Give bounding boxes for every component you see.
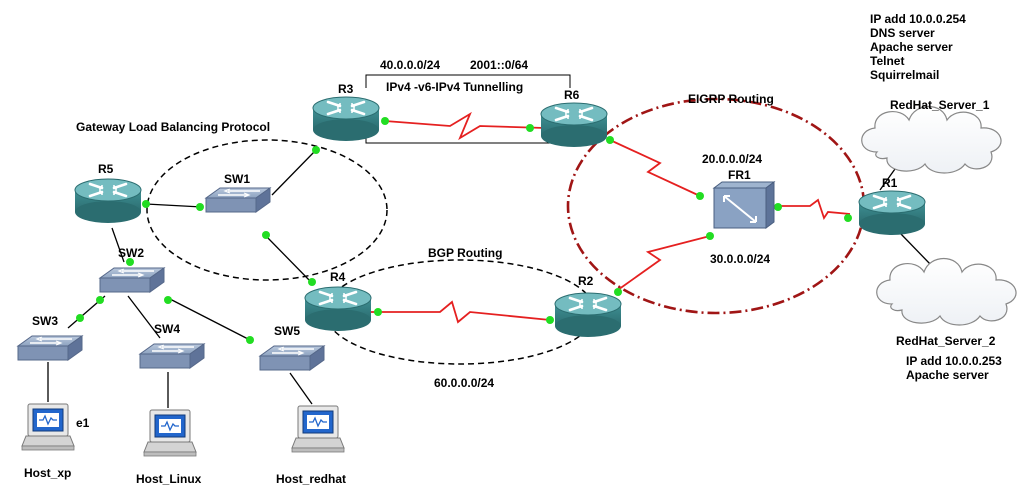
serial-links: [370, 111, 851, 324]
server1-info-line: Apache server: [870, 40, 953, 54]
host-xp-icon[interactable]: [21, 403, 75, 451]
router-r4-icon[interactable]: [303, 285, 373, 333]
serial-fr1-r1: [776, 198, 851, 221]
link-sw2-sw4: [127, 295, 161, 339]
network-label-r3-r6-v6: 2001::0/64: [470, 58, 529, 72]
link-r5-sw2: [111, 227, 125, 263]
switch-sw5-icon[interactable]: [259, 345, 325, 371]
host-redhat-icon[interactable]: [291, 405, 345, 453]
device-label-r5: R5: [98, 162, 114, 176]
serial-r6-fr1: [609, 139, 701, 197]
device-label-sw4: SW4: [154, 322, 181, 336]
server1-cloud-icon[interactable]: [861, 105, 1002, 174]
device-label-sw3: SW3: [32, 314, 59, 328]
network-label-fr-top: 20.0.0.0/24: [702, 152, 763, 166]
router-r2-icon[interactable]: [553, 291, 623, 339]
device-label-server1: RedHat_Server_1: [890, 98, 990, 112]
network-label-r4-r2: 60.0.0.0/24: [434, 376, 495, 390]
router-r6-icon[interactable]: [539, 101, 609, 149]
frame-relay-switch-fr1-icon[interactable]: [712, 181, 776, 229]
tunnel-bracket-bottom: [365, 138, 571, 144]
device-label-host-linux: Host_Linux: [136, 472, 202, 486]
server1-info-line: DNS server: [870, 26, 935, 40]
link-r1-server2: [899, 232, 933, 267]
link-sw1-r4: [264, 234, 313, 284]
router-r3-icon[interactable]: [311, 95, 381, 143]
device-label-e1: e1: [76, 416, 90, 430]
router-r1-icon[interactable]: [857, 189, 927, 237]
switch-sw4-icon[interactable]: [139, 343, 205, 369]
server1-info-line: IP add 10.0.0.254: [870, 12, 966, 26]
server1-info-block: IP add 10.0.0.254 DNS server Apache serv…: [870, 12, 966, 82]
device-label-server2: RedHat_Server_2: [896, 334, 996, 348]
device-label-r3: R3: [338, 82, 354, 96]
link-sw5-hostredhat: [289, 372, 313, 405]
port-dots: [76, 117, 852, 344]
device-label-host-redhat: Host_redhat: [276, 472, 347, 486]
serial-r2-fr1: [614, 235, 711, 293]
host-linux-icon[interactable]: [143, 409, 197, 457]
device-label-r4: R4: [330, 270, 346, 284]
switch-sw2-icon[interactable]: [99, 267, 165, 293]
server2-info-line: Apache server: [906, 368, 989, 382]
zone-label-tunnel: IPv4 -v6-IPv4 Tunnelling: [386, 80, 524, 94]
server2-cloud-icon[interactable]: [876, 257, 1017, 326]
zone-label-eigrp: EIGRP Routing: [688, 92, 774, 106]
network-label-r3-r6-v4: 40.0.0.0/24: [380, 58, 441, 72]
link-sw2-sw5: [167, 297, 251, 341]
network-label-fr-bottom: 30.0.0.0/24: [710, 252, 771, 266]
device-label-fr1: FR1: [728, 168, 751, 182]
tunnel-bracket: [365, 74, 571, 88]
glbp-zone-ring: [146, 139, 388, 281]
device-label-host-xp: Host_xp: [24, 466, 72, 480]
device-label-r1: R1: [882, 176, 898, 190]
server2-info-line: IP add 10.0.0.253: [906, 354, 1002, 368]
zone-label-glbp: Gateway Load Balancing Protocol: [76, 120, 271, 134]
switch-sw3-icon[interactable]: [17, 335, 83, 361]
ethernet-links: [47, 149, 933, 408]
switch-sw1-icon[interactable]: [205, 187, 271, 213]
device-label-sw2: SW2: [118, 246, 145, 260]
device-label-sw1: SW1: [224, 172, 251, 186]
link-sw1-r3: [271, 149, 317, 196]
serial-r3-r6: [384, 111, 546, 141]
link-r5-sw1: [145, 203, 203, 208]
serial-r4-r2: [370, 300, 551, 324]
server1-info-line: Squirrelmail: [870, 68, 940, 82]
router-r5-icon[interactable]: [73, 177, 143, 225]
zone-label-bgp: BGP Routing: [428, 246, 503, 260]
server1-info-line: Telnet: [870, 54, 905, 68]
server2-info-block: IP add 10.0.0.253 Apache server: [906, 354, 1002, 382]
device-label-r6: R6: [564, 88, 580, 102]
device-label-r2: R2: [578, 274, 594, 288]
device-label-sw5: SW5: [274, 324, 301, 338]
